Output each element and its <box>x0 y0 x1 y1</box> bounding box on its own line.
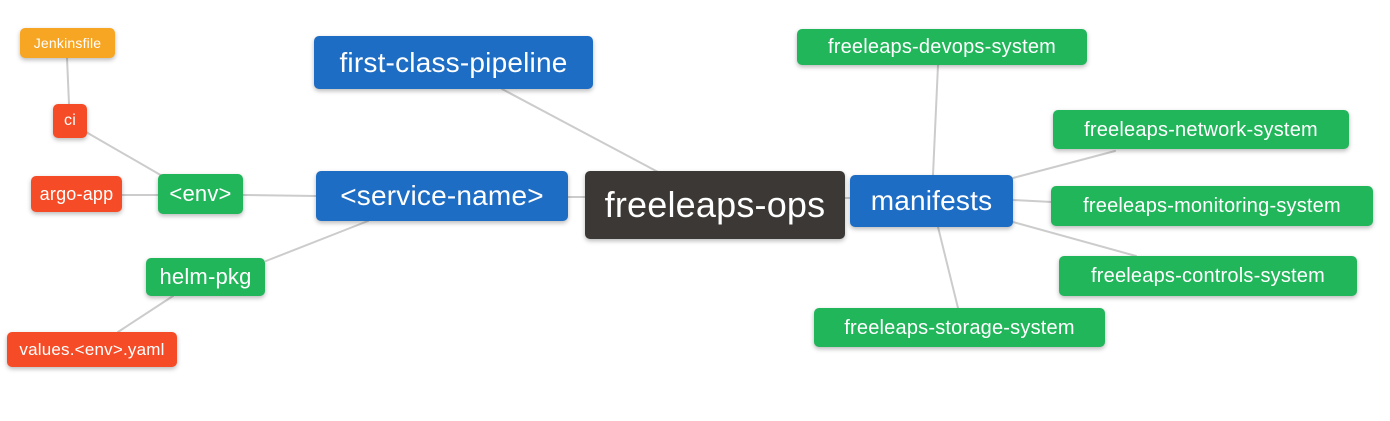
node-label-argo-app: argo-app <box>39 184 114 204</box>
edge-service-name-to-helm-pkg <box>265 220 369 262</box>
node-label-freeleaps-monitoring-system: freeleaps-monitoring-system <box>1083 195 1341 217</box>
node-freeleaps-storage-system[interactable]: freeleaps-storage-system <box>814 308 1105 347</box>
node-label-freeleaps-storage-system: freeleaps-storage-system <box>844 316 1075 339</box>
edge-manifests-to-freeleaps-controls-system <box>1012 221 1137 257</box>
node-label-freeleaps-controls-system: freeleaps-controls-system <box>1091 265 1325 287</box>
node-freeleaps-controls-system[interactable]: freeleaps-controls-system <box>1059 256 1357 296</box>
edge-manifests-to-freeleaps-network-system <box>1012 150 1116 179</box>
node-label-service-name: <service-name> <box>340 180 544 211</box>
edge-manifests-to-freeleaps-devops-system <box>932 64 939 176</box>
node-label-freeleaps-devops-system: freeleaps-devops-system <box>827 36 1057 58</box>
node-jenkinsfile[interactable]: Jenkinsfile <box>20 28 115 58</box>
node-freeleaps-network-system[interactable]: freeleaps-network-system <box>1053 110 1349 149</box>
edge-ci-to-env <box>85 131 165 178</box>
edge-jenkinsfile-to-ci <box>66 57 70 105</box>
node-label-env: <env> <box>169 181 232 206</box>
node-label-freeleaps-network-system: freeleaps-network-system <box>1084 118 1318 141</box>
node-manifests[interactable]: manifests <box>850 175 1013 227</box>
node-label-jenkinsfile: Jenkinsfile <box>33 35 102 51</box>
node-label-helm-pkg: helm-pkg <box>159 264 252 289</box>
node-first-class-pipeline[interactable]: first-class-pipeline <box>314 36 593 89</box>
edge-manifests-to-freeleaps-monitoring-system <box>1012 199 1053 203</box>
node-label-ci: ci <box>64 112 76 129</box>
node-values-env-yaml[interactable]: values.<env>.yaml <box>7 332 177 367</box>
edge-helm-pkg-to-values-env-yaml <box>117 295 174 333</box>
node-freeleaps-devops-system[interactable]: freeleaps-devops-system <box>797 29 1087 65</box>
node-freeleaps-monitoring-system[interactable]: freeleaps-monitoring-system <box>1051 186 1373 226</box>
node-env[interactable]: <env> <box>158 174 243 214</box>
node-service-name[interactable]: <service-name> <box>316 171 568 221</box>
edge-env-to-service-name <box>242 194 317 197</box>
edge-first-class-pipeline-to-freeleaps-ops <box>501 88 659 173</box>
node-label-first-class-pipeline: first-class-pipeline <box>339 46 568 78</box>
node-ci[interactable]: ci <box>53 104 87 138</box>
node-label-freeleaps-ops: freeleaps-ops <box>604 184 826 225</box>
node-freeleaps-ops[interactable]: freeleaps-ops <box>585 171 845 239</box>
edge-manifests-to-freeleaps-storage-system <box>937 226 959 309</box>
node-label-values-env-yaml: values.<env>.yaml <box>19 340 165 359</box>
node-label-manifests: manifests <box>870 185 993 216</box>
node-argo-app[interactable]: argo-app <box>31 176 122 212</box>
node-helm-pkg[interactable]: helm-pkg <box>146 258 265 296</box>
